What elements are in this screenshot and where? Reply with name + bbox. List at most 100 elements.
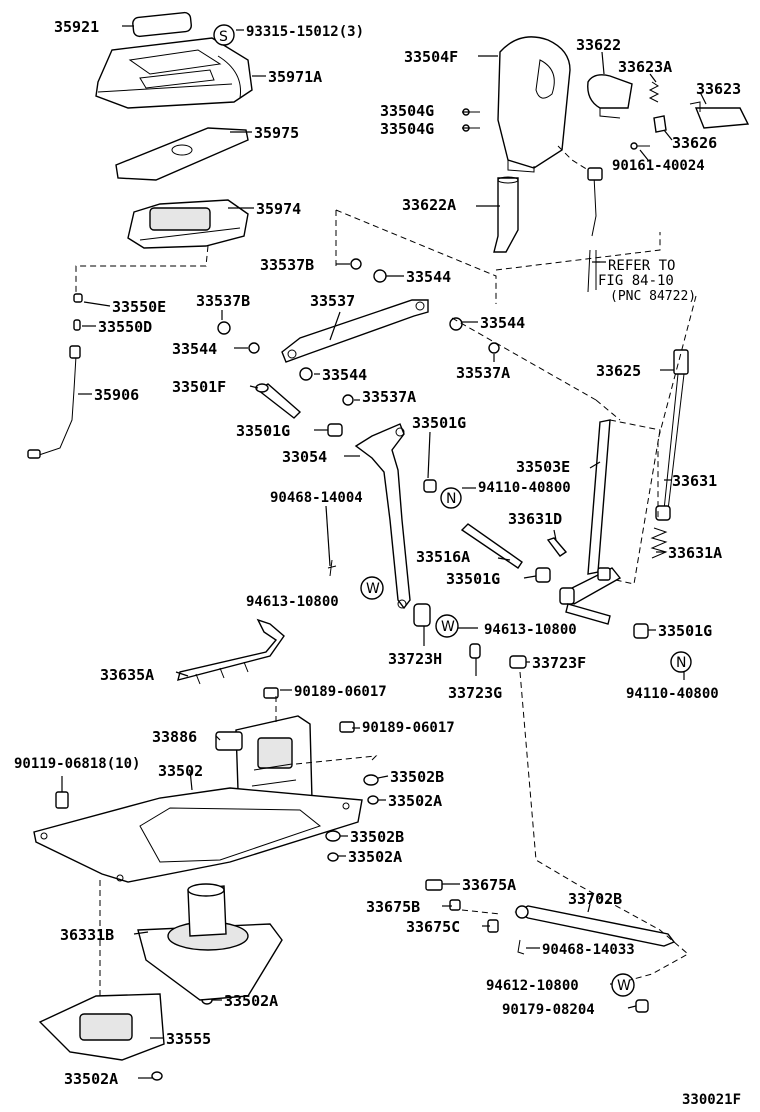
part-35975 bbox=[115, 127, 249, 181]
label-33625: 33625 bbox=[596, 362, 641, 380]
label-33504G-2: 33504G bbox=[380, 120, 434, 138]
label-33501G-1: 33501G bbox=[236, 422, 290, 440]
diagram-id: 330021F bbox=[682, 1092, 741, 1108]
part-35971A bbox=[95, 37, 253, 109]
part-labels: 35921 93315-15012(3) 35971A 35975 35974 … bbox=[14, 18, 741, 1088]
label-90189-06017-2: 90189-06017 bbox=[362, 720, 455, 736]
label-33631: 33631 bbox=[672, 472, 717, 490]
label-33544-3: 33544 bbox=[322, 366, 367, 384]
part-35906-harness bbox=[27, 345, 81, 459]
label-33723G: 33723G bbox=[448, 684, 502, 702]
label-33537A-2: 33537A bbox=[362, 388, 416, 406]
part-33502-bracket bbox=[215, 687, 355, 813]
label-33537A-1: 33537A bbox=[456, 364, 510, 382]
label-90468-14004: 90468-14004 bbox=[270, 490, 363, 506]
label-33503E: 33503E bbox=[516, 458, 570, 476]
svg-text:N: N bbox=[676, 655, 686, 671]
label-33550D: 33550D bbox=[98, 318, 152, 336]
part-33502-base-plate bbox=[33, 787, 363, 883]
label-90119-06818: 90119-06818(10) bbox=[14, 756, 140, 772]
part-33622-button bbox=[587, 74, 633, 119]
label-33675A: 33675A bbox=[462, 876, 516, 894]
label-33537B-1: 33537B bbox=[260, 256, 314, 274]
n-symbol-1: N bbox=[440, 487, 462, 509]
svg-text:W: W bbox=[366, 581, 380, 597]
label-33555: 33555 bbox=[166, 1030, 211, 1048]
label-33537B-2: 33537B bbox=[196, 292, 250, 310]
part-33504F-knob bbox=[497, 36, 571, 173]
part-33622A-shaft bbox=[493, 176, 519, 253]
bushings bbox=[73, 258, 500, 406]
label-33723H: 33723H bbox=[388, 650, 442, 668]
label-33054: 33054 bbox=[282, 448, 327, 466]
part-33555-plate bbox=[38, 993, 165, 1061]
part-33516A-pin bbox=[460, 523, 523, 569]
refer-line-3: (PNC 84722) bbox=[610, 289, 696, 304]
label-36331B: 36331B bbox=[60, 926, 114, 944]
label-33631A: 33631A bbox=[668, 544, 722, 562]
label-94613-10800-1: 94613-10800 bbox=[246, 594, 339, 610]
small-parts-mid bbox=[327, 423, 437, 577]
label-94110-40800-1: 94110-40800 bbox=[478, 480, 571, 496]
label-33635A: 33635A bbox=[100, 666, 154, 684]
label-33537: 33537 bbox=[310, 292, 355, 310]
label-35971A: 35971A bbox=[268, 68, 322, 86]
part-33623-switch bbox=[689, 101, 750, 129]
refer-line-2: FIG 84-10 bbox=[598, 273, 674, 289]
label-33623: 33623 bbox=[696, 80, 741, 98]
part-33054-lever bbox=[354, 423, 411, 610]
label-33516A: 33516A bbox=[416, 548, 470, 566]
label-33622A: 33622A bbox=[402, 196, 456, 214]
svg-text:W: W bbox=[441, 619, 455, 635]
label-94110-40800-2: 94110-40800 bbox=[626, 686, 719, 702]
label-35974: 35974 bbox=[256, 200, 301, 218]
label-33626: 33626 bbox=[672, 134, 717, 152]
label-33501G-3: 33501G bbox=[446, 570, 500, 588]
label-33544-2: 33544 bbox=[172, 340, 217, 358]
part-33626 bbox=[653, 115, 667, 133]
part-33501F-bolt bbox=[255, 383, 302, 419]
label-33502B-1: 33502B bbox=[390, 768, 444, 786]
part-33631-cable bbox=[650, 349, 689, 559]
w-symbol-3: W bbox=[611, 973, 635, 997]
wire-harness-upper bbox=[587, 167, 603, 293]
label-33502A-1: 33502A bbox=[388, 792, 442, 810]
label-33502A-3: 33502A bbox=[224, 992, 278, 1010]
label-33501G-2: 33501G bbox=[412, 414, 466, 432]
n-symbol-2: N bbox=[670, 651, 692, 673]
label-35906: 35906 bbox=[94, 386, 139, 404]
label-33886: 33886 bbox=[152, 728, 197, 746]
parts-33723 bbox=[413, 567, 649, 669]
label-33623A: 33623A bbox=[618, 58, 672, 76]
label-33544-1: 33544 bbox=[406, 268, 451, 286]
label-90179-08204: 90179-08204 bbox=[502, 1002, 595, 1018]
label-33502B-2: 33502B bbox=[350, 828, 404, 846]
label-90161-40024: 90161-40024 bbox=[612, 158, 705, 174]
label-94612-10800: 94612-10800 bbox=[486, 978, 579, 994]
label-33504G-1: 33504G bbox=[380, 102, 434, 120]
label-33501G-4: 33501G bbox=[658, 622, 712, 640]
label-90189-06017-1: 90189-06017 bbox=[294, 684, 387, 700]
part-33635A-bracket bbox=[177, 618, 285, 685]
label-35975: 35975 bbox=[254, 124, 299, 142]
label-33723F: 33723F bbox=[532, 654, 586, 672]
refer-line-1: REFER TO bbox=[608, 258, 675, 274]
part-33623A-spring bbox=[648, 81, 660, 103]
screw-90161 bbox=[630, 142, 650, 150]
label-33675B: 33675B bbox=[366, 898, 420, 916]
label-33622: 33622 bbox=[576, 36, 621, 54]
part-35921 bbox=[132, 11, 192, 38]
svg-text:S: S bbox=[219, 29, 228, 45]
leader-lines bbox=[61, 25, 707, 1079]
part-33631D bbox=[546, 537, 568, 557]
label-33502A-2: 33502A bbox=[348, 848, 402, 866]
w-symbol-1: W bbox=[360, 576, 384, 600]
s-symbol: S bbox=[213, 24, 235, 46]
svg-text:W: W bbox=[617, 978, 631, 994]
w-symbol-2: W bbox=[435, 614, 459, 638]
label-33544-4: 33544 bbox=[480, 314, 525, 332]
label-33502A-4: 33502A bbox=[64, 1070, 118, 1088]
part-33702B-rod bbox=[425, 879, 676, 1013]
label-33702B: 33702B bbox=[568, 890, 622, 908]
